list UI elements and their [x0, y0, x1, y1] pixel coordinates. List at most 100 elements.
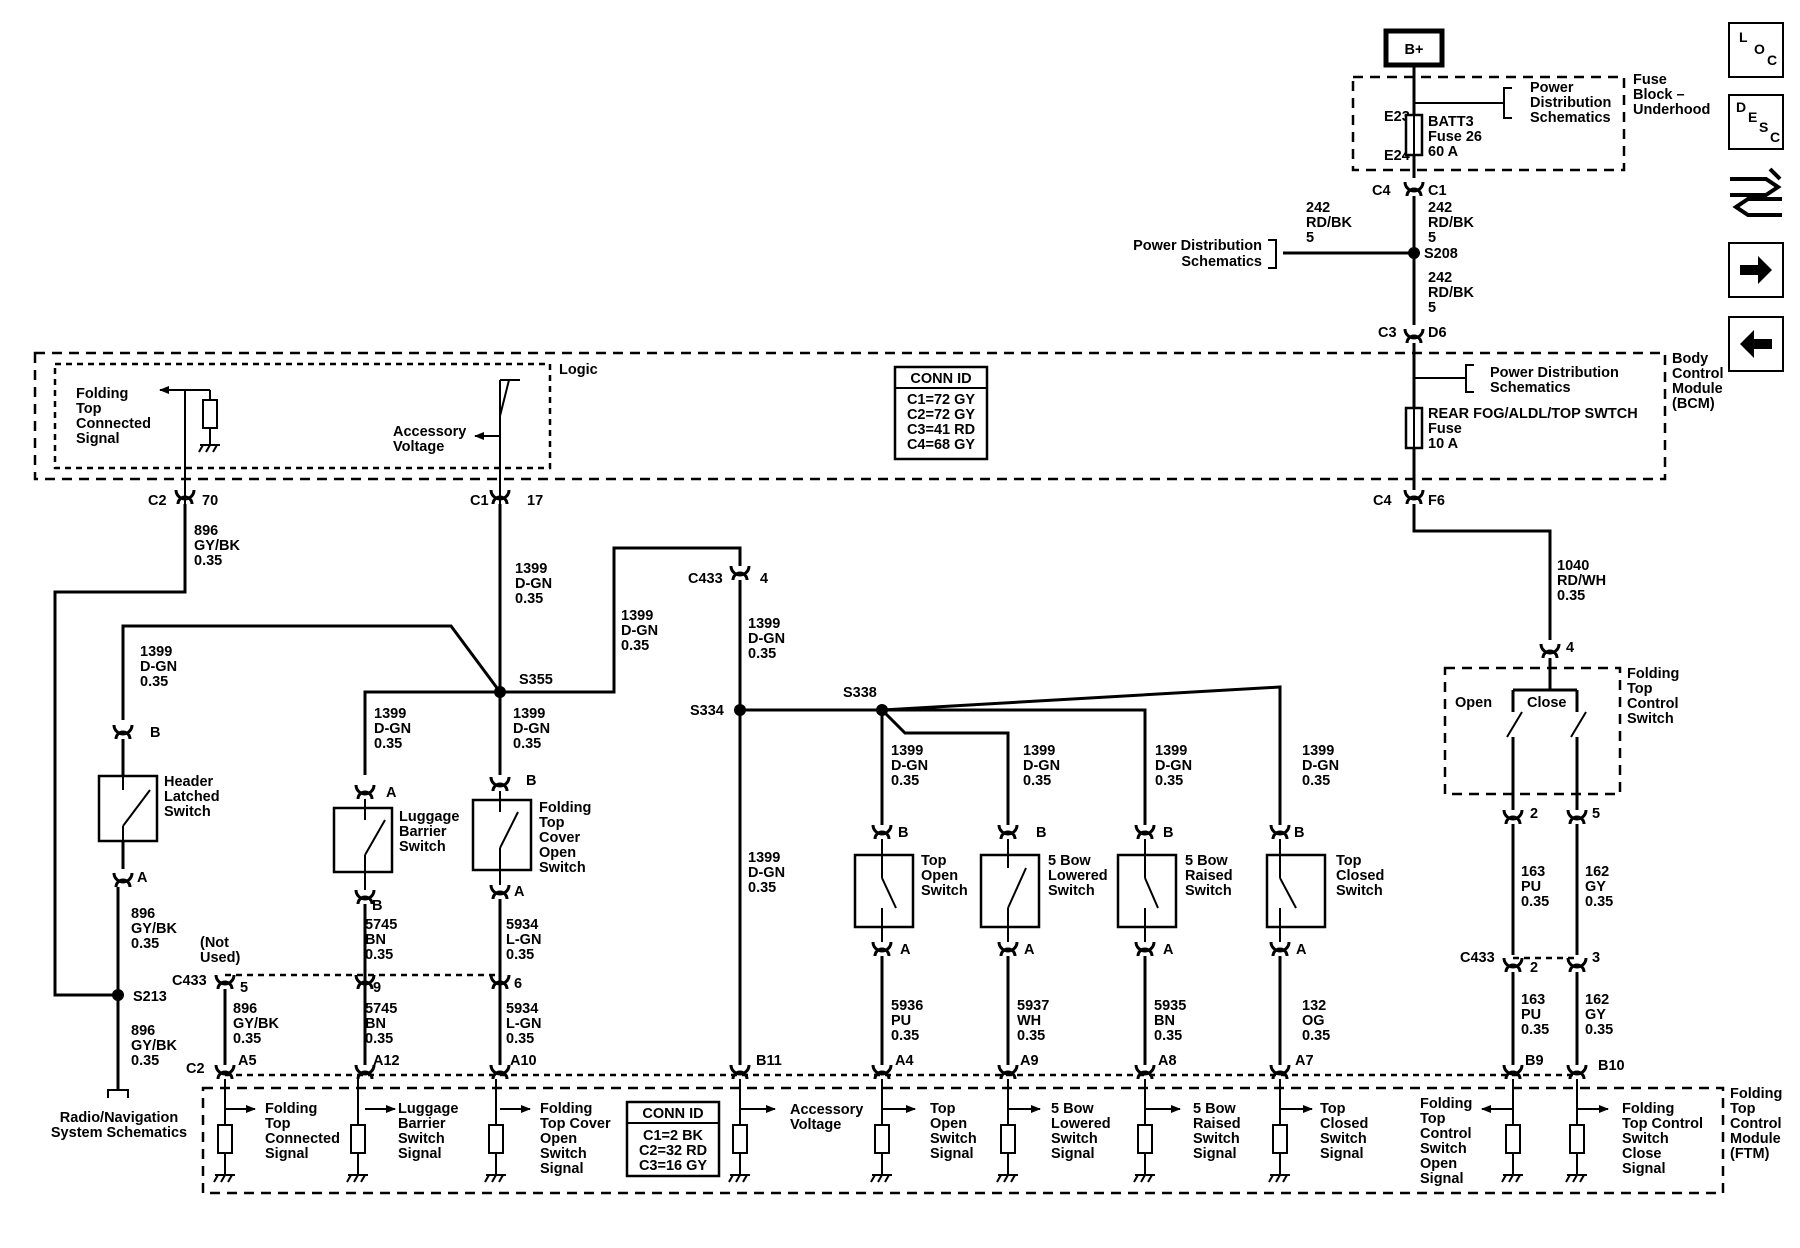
- diagram-label: Folding: [1420, 1096, 1472, 1112]
- diagram-label: 896: [194, 523, 218, 539]
- diagram-label: 162: [1585, 992, 1609, 1008]
- diagram-label: Body: [1672, 351, 1708, 367]
- diagram-label: GY: [1585, 879, 1606, 895]
- diagram-label: 3: [1592, 950, 1600, 966]
- diagram-label: 1399: [748, 616, 780, 632]
- diagram-label: 0.35: [233, 1031, 261, 1047]
- diagram-label: D-GN: [515, 576, 552, 592]
- diagram-label: Luggage: [399, 809, 459, 825]
- diagram-label: 0.35: [1521, 894, 1549, 910]
- diagram-label: Signal: [1420, 1171, 1464, 1187]
- diagram-label: Folding: [539, 800, 591, 816]
- desc-d: D: [1736, 99, 1747, 115]
- diagram-label: Top: [1420, 1111, 1446, 1127]
- connector-view-icon[interactable]: [1726, 165, 1786, 221]
- diagram-label: 0.35: [1155, 773, 1183, 789]
- diagram-label: Module: [1672, 381, 1723, 397]
- diagram-label: CONN ID: [910, 371, 971, 387]
- diagram-label: A5: [238, 1053, 257, 1069]
- diagram-label: A9: [1020, 1053, 1039, 1069]
- diagram-label: PU: [1521, 879, 1541, 895]
- diagram-label: C1: [1428, 183, 1447, 199]
- diagram-label: A: [137, 870, 148, 886]
- splice-s213: [112, 989, 124, 1001]
- diagram-label: Power Distribution: [1490, 365, 1619, 381]
- diagram-label: A: [1024, 942, 1035, 958]
- diagram-label: Switch: [540, 1146, 587, 1162]
- diagram-label: 0.35: [365, 947, 393, 963]
- diagram-label: 70: [202, 493, 218, 509]
- diagram-label: B11: [756, 1053, 782, 1069]
- diagram-label: 17: [527, 493, 543, 509]
- diagram-label: 5: [1592, 806, 1600, 822]
- bcm-logic-block: [53, 362, 552, 470]
- diagram-label: Cover: [539, 830, 580, 846]
- diagram-label: Latched: [164, 789, 220, 805]
- diagram-label: 5: [1428, 230, 1436, 246]
- diagram-label: 0.35: [374, 736, 402, 752]
- diagram-label: D-GN: [374, 721, 411, 737]
- diagram-label: 10 A: [1428, 436, 1459, 452]
- diagram-label: Switch: [930, 1131, 977, 1147]
- diagram-label: 2: [1530, 960, 1538, 976]
- diagram-label: Accessory: [393, 424, 466, 440]
- diagram-label: 5745: [365, 1001, 397, 1017]
- bcm-conn-id-box: [893, 365, 989, 461]
- diagram-label: A12: [373, 1053, 400, 1069]
- diagram-label: Top: [265, 1116, 291, 1132]
- diagram-label: Folding: [1627, 666, 1679, 682]
- diagram-label: Signal: [398, 1146, 442, 1162]
- diagram-label: Folding: [1730, 1086, 1782, 1102]
- description-view-button[interactable]: D E S C: [1728, 94, 1784, 150]
- folding-top-control-switch: [1443, 666, 1622, 796]
- diagram-label: Open: [921, 868, 958, 884]
- diagram-label: Switch: [539, 860, 586, 876]
- previous-page-button[interactable]: [1728, 316, 1784, 372]
- diagram-label: 5936: [891, 998, 923, 1014]
- diagram-label: Power Distribution: [1133, 238, 1262, 254]
- diagram-label: D-GN: [513, 721, 550, 737]
- diagram-label: C1: [470, 493, 489, 509]
- diagram-label: S334: [690, 703, 724, 719]
- diagram-label: 0.35: [748, 646, 776, 662]
- diagram-label: B: [1163, 825, 1173, 841]
- diagram-label: Top: [539, 815, 565, 831]
- diagram-label: (Not: [200, 935, 229, 951]
- diagram-label: Switch: [1622, 1131, 1669, 1147]
- next-page-button[interactable]: [1728, 242, 1784, 298]
- diagram-label: C3: [1378, 325, 1397, 341]
- diagram-label: 5 Bow: [1185, 853, 1228, 869]
- diagram-label: 4: [760, 571, 768, 587]
- diagram-label: B: [372, 898, 382, 914]
- diagram-label: 0.35: [506, 947, 534, 963]
- diagram-label: Luggage: [398, 1101, 458, 1117]
- diagram-label: Top Cover: [540, 1116, 611, 1132]
- battery-source: B+: [1383, 28, 1445, 68]
- diagram-label: C4: [1373, 493, 1392, 509]
- diagram-label: Signal: [1193, 1146, 1237, 1162]
- desc-c: C: [1770, 129, 1781, 145]
- diagram-label: Open: [539, 845, 576, 861]
- diagram-label: A: [386, 785, 397, 801]
- diagram-label: Close: [1622, 1146, 1662, 1162]
- diagram-label: Folding: [1622, 1101, 1674, 1117]
- folding-top-control-module: [201, 1086, 1725, 1195]
- diagram-label: Folding: [265, 1101, 317, 1117]
- diagram-label: C1=2 BK: [643, 1128, 704, 1144]
- diagram-label: Connected: [76, 416, 151, 432]
- diagram-label: Used): [200, 950, 240, 966]
- diagram-label: L-GN: [506, 932, 541, 948]
- diagram-label: D-GN: [748, 865, 785, 881]
- diagram-label: Control: [1672, 366, 1724, 382]
- location-view-button[interactable]: L O C: [1728, 22, 1784, 78]
- diagram-label: 0.35: [1017, 1028, 1045, 1044]
- diagram-label: A: [900, 942, 911, 958]
- diagram-label: C433: [1460, 950, 1495, 966]
- loc-c: C: [1767, 52, 1778, 68]
- loc-l: L: [1739, 29, 1748, 45]
- diagram-label: 896: [131, 1023, 155, 1039]
- diagram-label: 0.35: [748, 880, 776, 896]
- diagram-label: RD/BK: [1428, 285, 1474, 301]
- diagram-label: Open: [540, 1131, 577, 1147]
